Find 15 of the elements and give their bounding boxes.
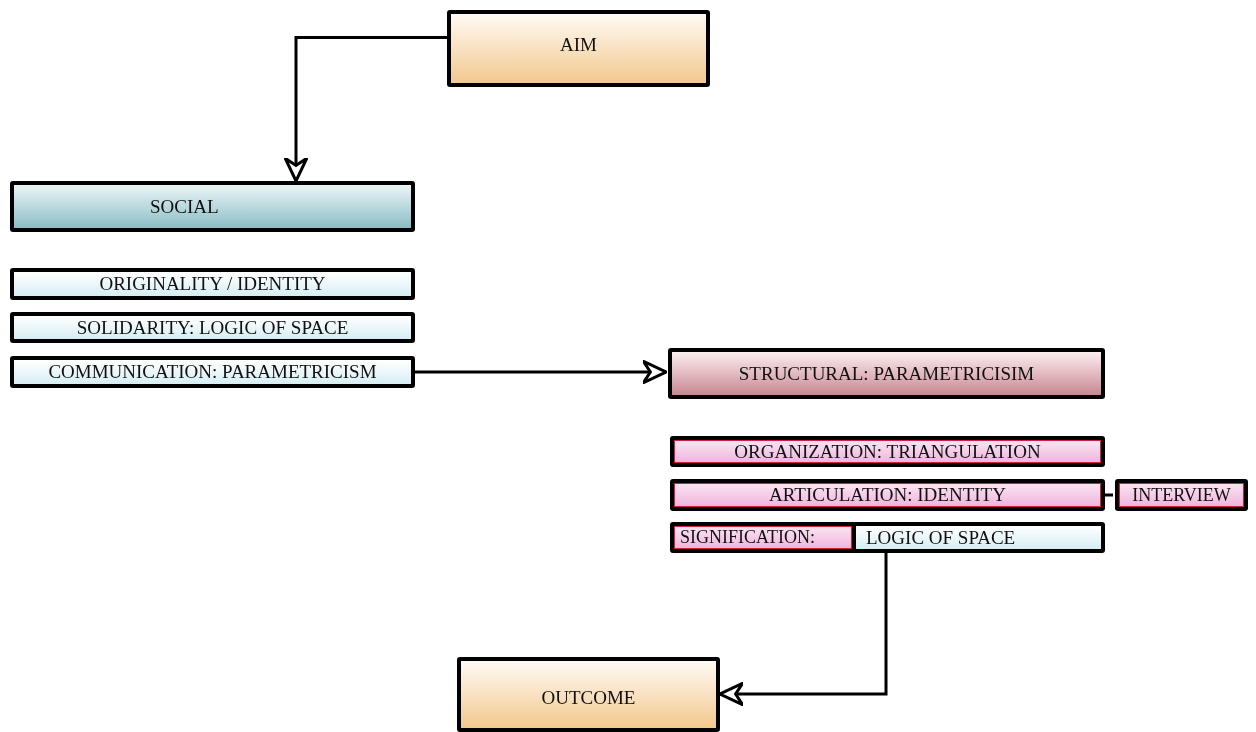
category-box: STRUCTURAL: PARAMETRICISIM [668,348,1105,399]
arrow [283,36,447,183]
arrow [718,553,888,707]
category-box: SOCIAL [10,181,415,232]
item-box: ARTICULATION: IDENTITY [670,479,1105,511]
item-box: LOGIC OF SPACE [852,522,1105,553]
process-box: OUTCOME [457,657,720,732]
arrow [415,359,668,385]
process-box: AIM [447,10,710,87]
item-box: SOLIDARITY: LOGIC OF SPACE [10,312,415,343]
connector-line [1105,493,1113,497]
item-box: ORGANIZATION: TRIANGULATION [670,436,1105,467]
item-box: ORIGINALITY / IDENTITY [10,268,415,300]
item-box: COMMUNICATION: PARAMETRICISM [10,356,415,388]
item-box: INTERVIEW [1115,479,1248,511]
